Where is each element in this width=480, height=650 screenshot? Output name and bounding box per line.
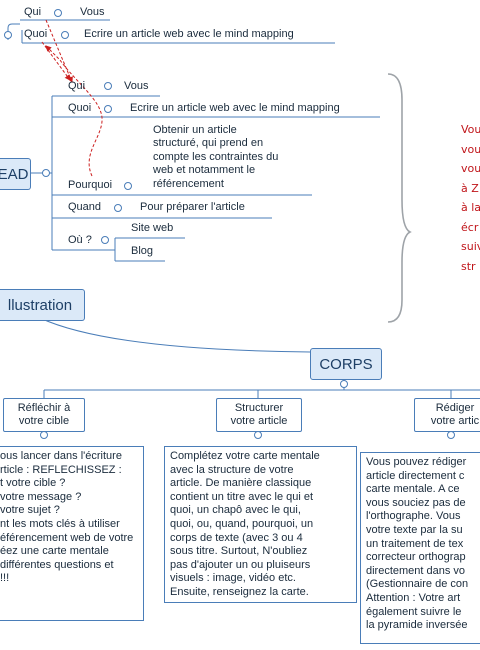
illustration-node[interactable]: llustration: [0, 289, 85, 321]
head-pourquoi-label: Pourquoi: [68, 179, 113, 191]
head-qui-label: Qui: [68, 80, 86, 92]
head-quand-text: Pour préparer l'article: [140, 201, 245, 213]
corps-text-structurer: Complétez votre carte mentale avec la st…: [164, 446, 357, 603]
corps-title: CORPS: [319, 355, 373, 373]
corps-child-structurer[interactable]: Structurer votre article: [216, 398, 302, 432]
head-blog: Blog: [131, 245, 154, 257]
top-quoi-text: Ecrire un article web avec le mind mappi…: [84, 28, 294, 40]
corps-node[interactable]: CORPS: [310, 348, 382, 380]
corps-text-reflechir: ous lancer dans l'écriture rticle : REFL…: [0, 446, 144, 621]
corps-text-rediger: Vous pouvez rédiger article directement …: [360, 452, 480, 644]
illustration-title: llustration: [7, 296, 73, 314]
red-annotation: Vou vou vou à Z à la écr suiv str: [461, 123, 480, 273]
top-qui-label: Qui: [24, 6, 42, 18]
head-quoi-text: Ecrire un article web avec le mind mappi…: [130, 102, 340, 114]
head-ou-label: Où ?: [68, 234, 92, 246]
ead-title: EAD: [0, 165, 29, 183]
corps-child-reflechir[interactable]: Réfléchir à votre cible: [3, 398, 85, 432]
head-quoi-label: Quoi: [68, 102, 92, 114]
top-vous-label: Vous: [80, 6, 105, 18]
head-site-web: Site web: [131, 222, 174, 234]
ead-node[interactable]: EAD: [0, 158, 31, 190]
head-vous-label: Vous: [124, 80, 149, 92]
top-quoi-label: Quoi: [24, 28, 48, 40]
head-quand-label: Quand: [68, 201, 102, 213]
head-pourquoi-text: Obtenir un article structuré, qui prend …: [153, 124, 279, 190]
corps-child-rediger[interactable]: Rédiger votre artic: [414, 398, 480, 432]
